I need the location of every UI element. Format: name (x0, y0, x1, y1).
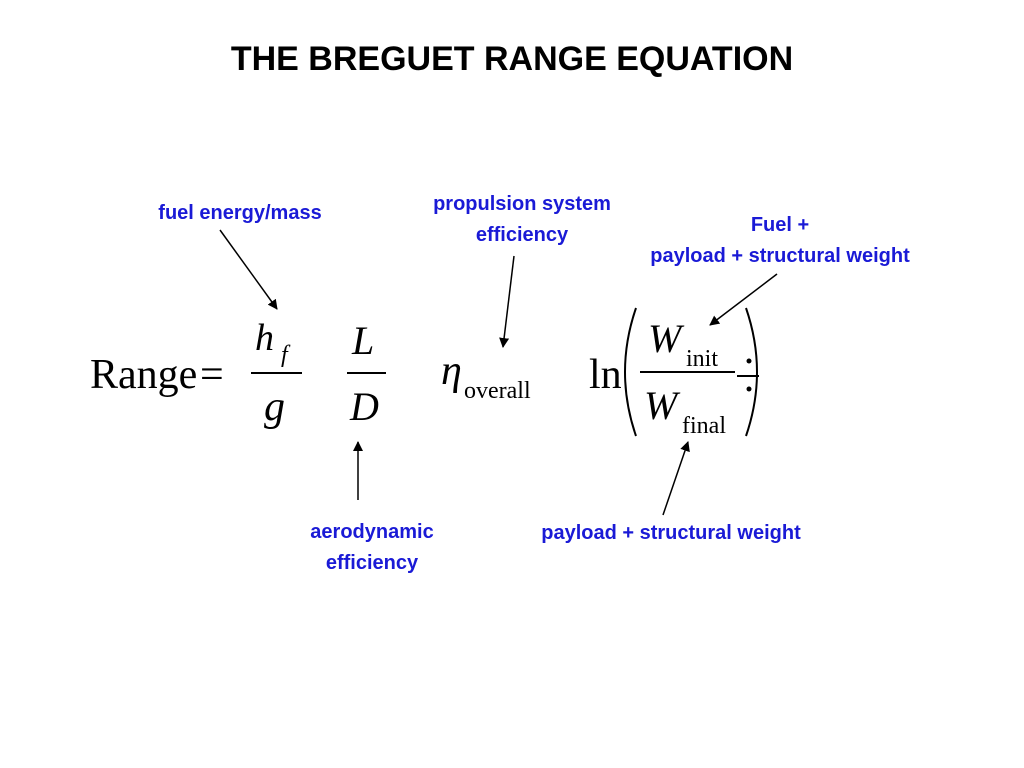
fuel-energy-label: fuel energy/mass (130, 198, 350, 229)
payload-structural-text: payload + structural weight (541, 522, 801, 544)
left-paren (624, 307, 637, 437)
drag-denominator: D (349, 384, 379, 429)
arrow-initial-weight (709, 273, 778, 326)
fuel-plus-line-2: payload + structural weight (650, 245, 910, 267)
aero-line-2: efficiency (325, 552, 419, 574)
w-init-subscript: init (686, 346, 718, 372)
w-final-subscript: final (682, 413, 726, 439)
hf-numerator: h (255, 317, 274, 359)
aerodynamic-efficiency-label: aerodynamic efficiency (272, 517, 472, 579)
aero-line-1: aerodynamic (310, 521, 434, 543)
w-init-numerator: W (648, 316, 685, 361)
fuel-plus-line-1: Fuel + (750, 214, 810, 236)
equals-sign: = (200, 352, 224, 398)
arrow-propulsion (499, 255, 515, 348)
right-paren (745, 307, 758, 437)
slide-title: THE BREGUET RANGE EQUATION (230, 40, 794, 78)
propulsion-line-1: propulsion system (433, 193, 611, 215)
initial-weight-label: Fuel + payload + structural weight (610, 210, 950, 272)
hf-subscript: f (281, 342, 291, 368)
propulsion-line-2: efficiency (475, 224, 569, 246)
final-weight-label: payload + structural weight (500, 518, 842, 549)
propulsion-efficiency-label: propulsion system efficiency (402, 189, 642, 251)
range-label: Range (90, 352, 197, 398)
eta-symbol: η (441, 348, 462, 394)
arrow-fuel-energy (219, 229, 278, 310)
w-final-denominator: W (644, 383, 681, 428)
g-denominator: g (264, 384, 285, 430)
eta-subscript: overall (464, 378, 531, 404)
fuel-energy-text: fuel energy/mass (158, 202, 322, 224)
division-mark-dot-top (746, 358, 752, 364)
arrow-final-weight (662, 441, 690, 516)
lift-numerator: L (351, 318, 374, 363)
division-mark-dot-bottom (746, 386, 752, 392)
ln-operator: ln (589, 352, 622, 398)
